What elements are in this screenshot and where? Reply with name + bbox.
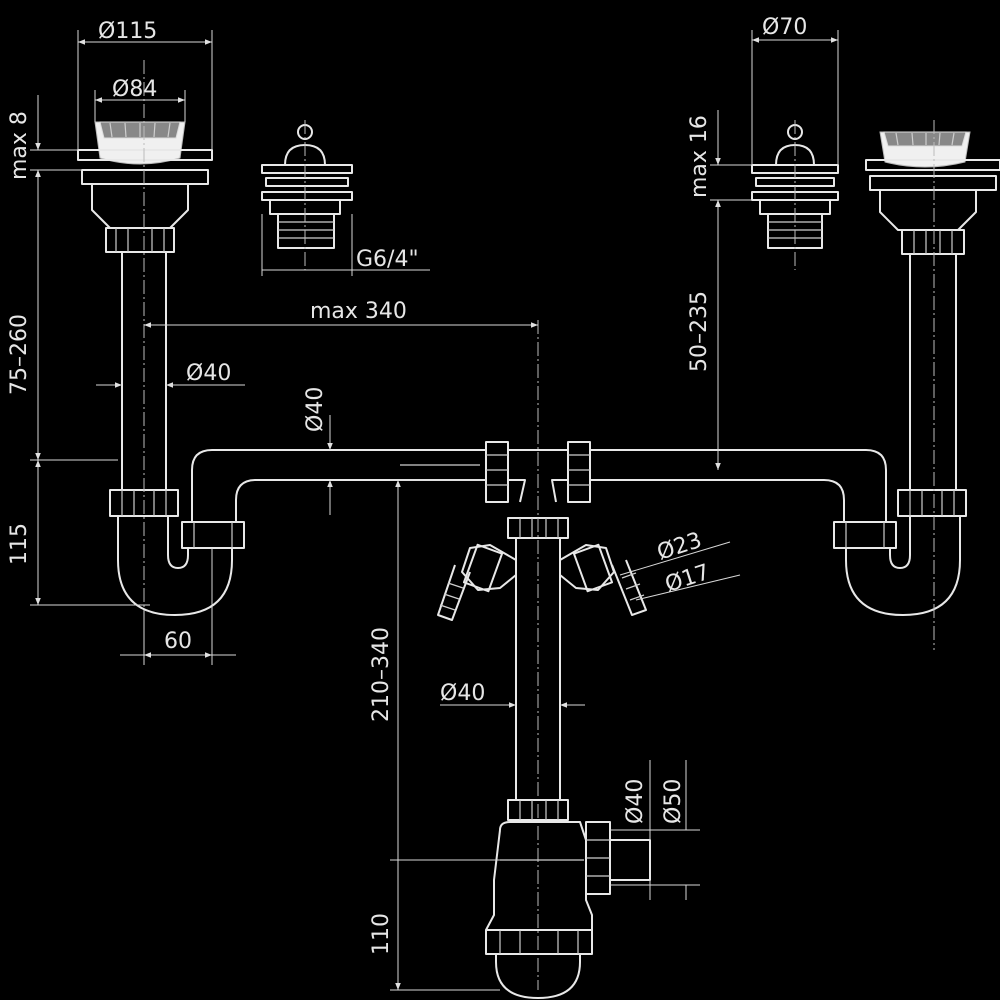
dimension-lines bbox=[30, 30, 839, 991]
left-strainer-drain bbox=[77, 121, 245, 616]
label-dia23: Ø23 bbox=[654, 528, 705, 566]
label-dia40-left: Ø40 bbox=[186, 361, 231, 386]
label-dia40-pipe: Ø40 bbox=[303, 387, 328, 432]
label-dia40-center: Ø40 bbox=[440, 681, 485, 706]
label-max16: max 16 bbox=[687, 115, 712, 198]
label-dia40-outlet: Ø40 bbox=[623, 779, 648, 824]
label-dim115: 115 bbox=[7, 523, 32, 565]
plug-detail-left bbox=[261, 120, 353, 270]
label-range75-260: 75–260 bbox=[7, 314, 32, 395]
connecting-pipe bbox=[191, 449, 887, 522]
label-g64: G6/4" bbox=[356, 247, 419, 272]
central-tee bbox=[485, 441, 591, 800]
right-appliance-nozzle bbox=[559, 543, 647, 616]
label-range50-235: 50–235 bbox=[687, 291, 712, 372]
label-dia17: Ø17 bbox=[662, 560, 713, 598]
label-max8: max 8 bbox=[7, 111, 32, 180]
label-dim110: 110 bbox=[369, 913, 394, 955]
dimension-labels: Ø115 Ø84 max 8 75–260 115 60 Ø40 max 340… bbox=[7, 15, 807, 955]
label-dia50-outlet: Ø50 bbox=[661, 779, 686, 824]
label-dia70: Ø70 bbox=[762, 15, 807, 40]
label-max340: max 340 bbox=[310, 299, 407, 324]
right-strainer-drain bbox=[833, 131, 1000, 616]
bottle-trap bbox=[485, 799, 651, 999]
label-range210-340: 210–340 bbox=[369, 627, 394, 722]
left-appliance-nozzle bbox=[437, 543, 517, 621]
label-dia115: Ø115 bbox=[98, 19, 157, 44]
label-dia84: Ø84 bbox=[112, 77, 157, 102]
plug-detail-right bbox=[751, 120, 839, 270]
label-dim60: 60 bbox=[164, 629, 192, 654]
